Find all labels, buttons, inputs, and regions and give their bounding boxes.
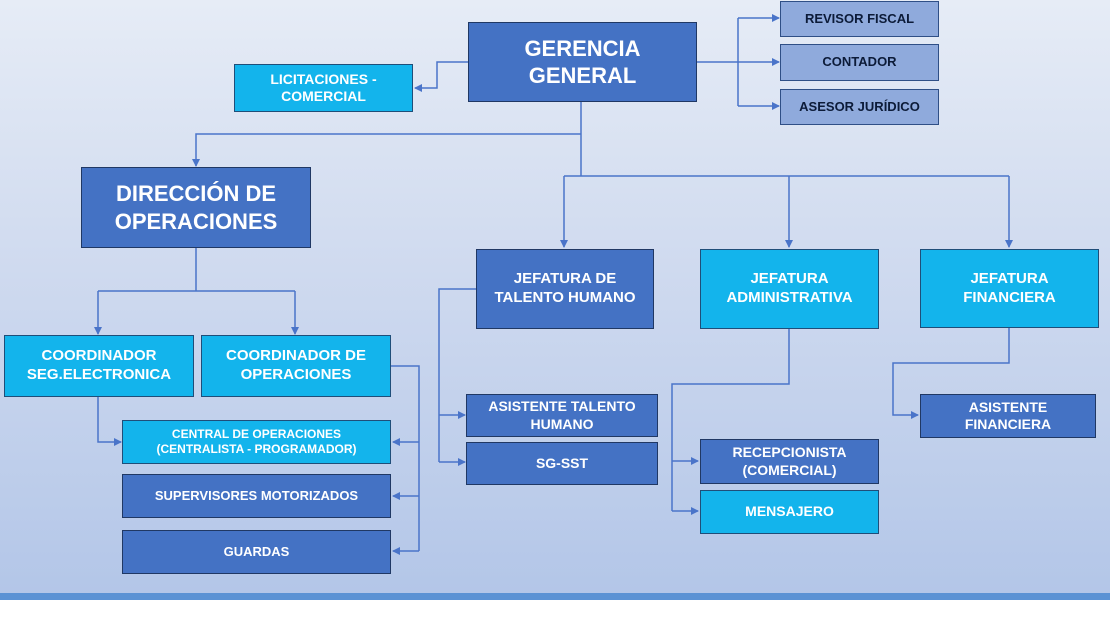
connector-seg-central [97,397,122,446]
node-central-operaciones: CENTRAL DE OPERACIONES (CENTRALISTA - PR… [122,420,391,464]
node-recepcionista: RECEPCIONISTA (COMERCIAL) [700,439,879,484]
connector-licitaciones [414,61,468,92]
node-asistente-financiera: ASISTENTE FINANCIERA [920,394,1096,438]
connector-operaciones-staff-trunk [391,365,420,551]
bottom-rule [0,593,1110,600]
node-jefatura-administrativa: JEFATURA ADMINISTRATIVA [700,249,879,329]
node-contador: CONTADOR [780,44,939,81]
node-supervisores-motorizados: SUPERVISORES MOTORIZADOS [122,474,391,518]
node-guardas: GUARDAS [122,530,391,574]
connector-administrativa-staff-trunk [671,329,790,511]
node-jefatura-talento: JEFATURA DE TALENTO HUMANO [476,249,654,329]
connector-direccion-operaciones [192,133,581,167]
node-licitaciones: LICITACIONES - COMERCIAL [234,64,413,112]
node-sg-sst: SG-SST [466,442,658,485]
connector-talento-staff-trunk [438,288,476,462]
node-coordinador-operaciones: COORDINADOR DE OPERACIONES [201,335,391,397]
node-asesor-juridico: ASESOR JURÍDICO [780,89,939,125]
node-mensajero: MENSAJERO [700,490,879,534]
node-coordinador-seg-electronica: COORDINADOR SEG.ELECTRONICA [4,335,194,397]
node-asistente-talento-humano: ASISTENTE TALENTO HUMANO [466,394,658,437]
connector-direccion-coordinators [98,248,295,292]
node-revisor-fiscal: REVISOR FISCAL [780,1,939,37]
org-chart-connectors [94,14,1013,555]
node-jefatura-financiera: JEFATURA FINANCIERA [920,249,1099,328]
node-direccion-operaciones: DIRECCIÓN DE OPERACIONES [81,167,311,248]
node-gerencia-general: GERENCIA GENERAL [468,22,697,102]
connector-asistente-financiera [892,328,1010,419]
connector-gerencia-advisors-trunk [697,18,739,106]
